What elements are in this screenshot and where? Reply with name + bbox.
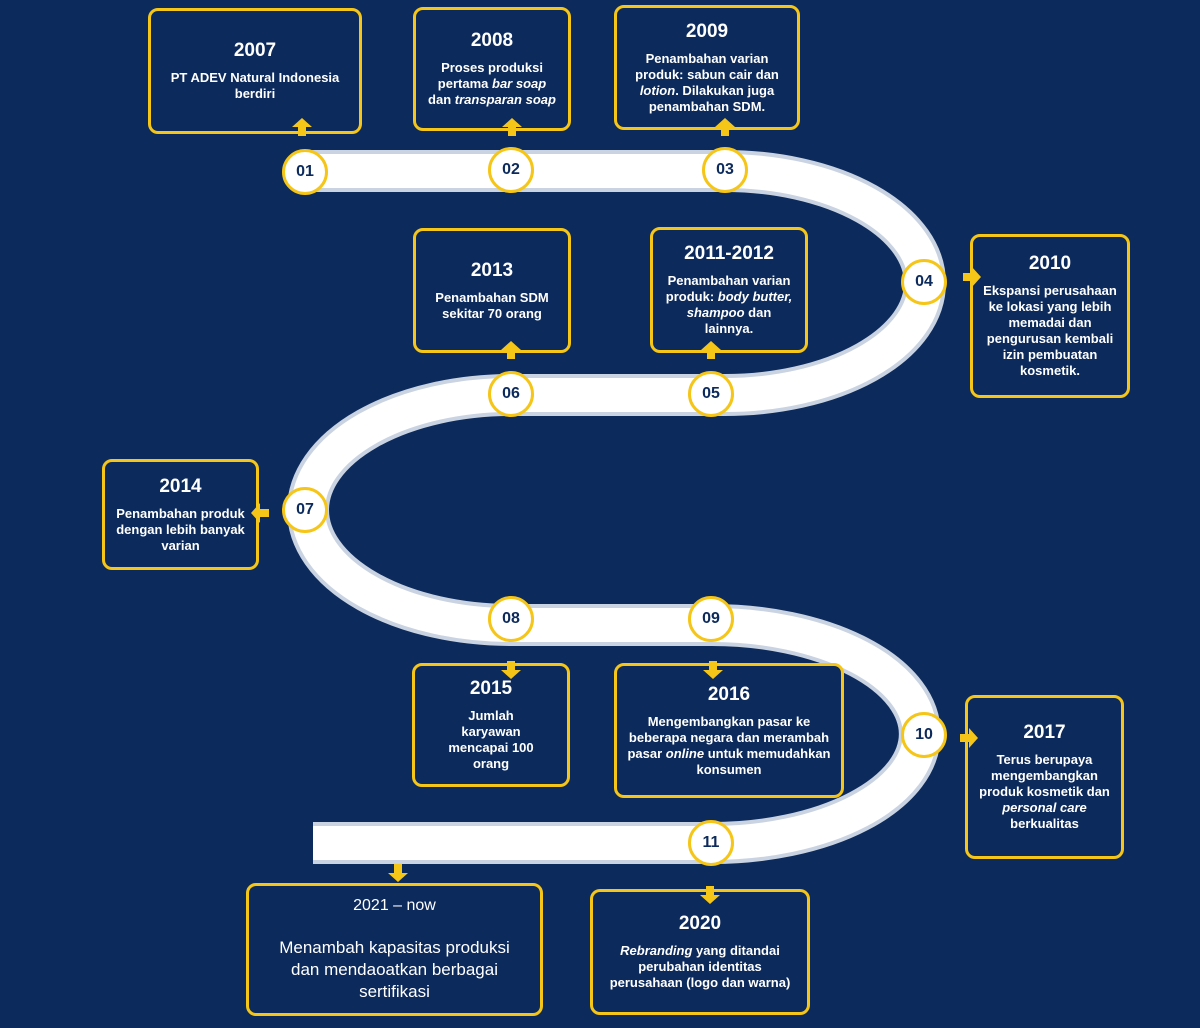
milestone-desc: Penambahan SDM sekitar 70 orang [435, 289, 549, 321]
milestone-year: 2007 [233, 40, 277, 61]
arrow-up-icon [292, 118, 312, 136]
timeline-node: 01 [282, 149, 328, 195]
timeline-node: 11 [688, 820, 734, 866]
milestone-desc: Proses produksi pertama bar soap dan tra… [428, 60, 556, 107]
arrow-down-icon [501, 661, 521, 679]
arrow-up-icon [715, 118, 735, 136]
timeline-node: 04 [901, 259, 947, 305]
milestone-desc: PT ADEV Natural Indonesia berdiri [170, 70, 340, 101]
milestone-year: 2015 [469, 678, 513, 699]
milestone-2010: 2010 Ekspansi perusahaan ke lokasi yang … [970, 234, 1130, 398]
milestone-desc: Penambahan produk dengan lebih banyak va… [116, 505, 245, 553]
milestone-2008: 2008 Proses produksi pertama bar soap da… [413, 7, 571, 131]
timeline-node: 07 [282, 487, 328, 533]
arrow-down-icon [700, 886, 720, 904]
milestone-year: 2009 [685, 20, 729, 42]
milestone-year: 2016 [707, 683, 751, 705]
timeline-node: 03 [702, 147, 748, 193]
timeline-node: 09 [688, 596, 734, 642]
milestone-year: 2008 [470, 30, 514, 51]
timeline-node: 05 [688, 371, 734, 417]
milestone-desc: Ekspansi perusahaan ke lokasi yang lebih… [983, 283, 1117, 378]
timeline-node: 02 [488, 147, 534, 193]
arrow-up-icon [502, 118, 522, 136]
milestone-year: 2021 – now [353, 896, 436, 914]
milestone-2014: 2014 Penambahan produk dengan lebih bany… [102, 459, 259, 570]
milestone-2021-now: 2021 – now Menambah kapasitas produksi d… [246, 883, 543, 1016]
milestone-year: 2013 [470, 259, 514, 281]
timeline-node: 08 [488, 596, 534, 642]
milestone-2015: 2015 Jumlah karyawan mencapai 100 orang [412, 663, 570, 787]
arrow-down-icon [388, 864, 408, 882]
milestone-2016: 2016 Mengembangkan pasar ke beberapa neg… [614, 663, 844, 798]
milestone-desc: Penambahan varian produk: body butter, s… [665, 273, 793, 336]
milestone-2020: 2020 Rebranding yang ditandai perubahan … [590, 889, 810, 1015]
arrow-down-icon [703, 661, 723, 679]
milestone-2017: 2017 Terus berupaya mengembangkan produk… [965, 695, 1124, 859]
arrow-right-icon [960, 728, 978, 748]
milestone-2007: 2007 PT ADEV Natural Indonesia berdiri [148, 8, 362, 134]
milestone-desc: Rebranding yang ditandai perubahan ident… [609, 943, 791, 990]
arrow-right-icon [963, 267, 981, 287]
arrow-up-icon [501, 341, 521, 359]
milestone-desc: Terus berupaya mengembangkan produk kosm… [979, 752, 1110, 831]
milestone-2013: 2013 Penambahan SDM sekitar 70 orang [413, 228, 571, 353]
milestone-year: 2020 [678, 913, 722, 934]
milestone-year: 2014 [159, 475, 202, 497]
timeline-node: 06 [488, 371, 534, 417]
timeline-node: 10 [901, 712, 947, 758]
arrow-left-icon [251, 503, 269, 523]
milestone-year: 2017 [1023, 722, 1066, 743]
milestone-year: 2011-2012 [684, 243, 774, 264]
milestone-desc: Jumlah karyawan mencapai 100 orang [448, 708, 534, 771]
milestone-2011-2012: 2011-2012 Penambahan varian produk: body… [650, 227, 808, 353]
milestone-desc: Mengembangkan pasar ke beberapa negara d… [627, 713, 831, 777]
milestone-desc: Menambah kapasitas produksi dan mendaoat… [279, 937, 510, 1001]
milestone-desc: Penambahan varian produk: sabun cair dan… [635, 50, 779, 114]
milestone-2009: 2009 Penambahan varian produk: sabun cai… [614, 5, 800, 130]
milestone-year: 2010 [1028, 253, 1072, 274]
arrow-up-icon [701, 341, 721, 359]
